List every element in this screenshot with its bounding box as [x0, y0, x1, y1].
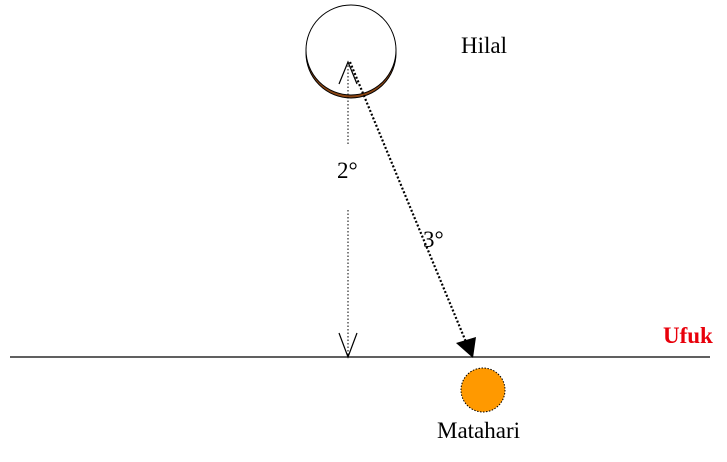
- hilal-label: Hilal: [461, 33, 507, 58]
- altitude-arrow-down: [338, 332, 358, 359]
- horizon-label: Ufuk: [663, 323, 713, 348]
- elongation-arrowhead: [456, 337, 476, 358]
- hilal-moon: [305, 4, 397, 99]
- sun-label: Matahari: [437, 418, 521, 443]
- altitude-arrow-up: [338, 60, 358, 85]
- elongation-line: [348, 61, 468, 343]
- hilal-disc: [305, 4, 397, 96]
- altitude-label: 2°: [337, 158, 358, 183]
- sun: [460, 367, 506, 413]
- elongation-label: 3°: [423, 227, 444, 252]
